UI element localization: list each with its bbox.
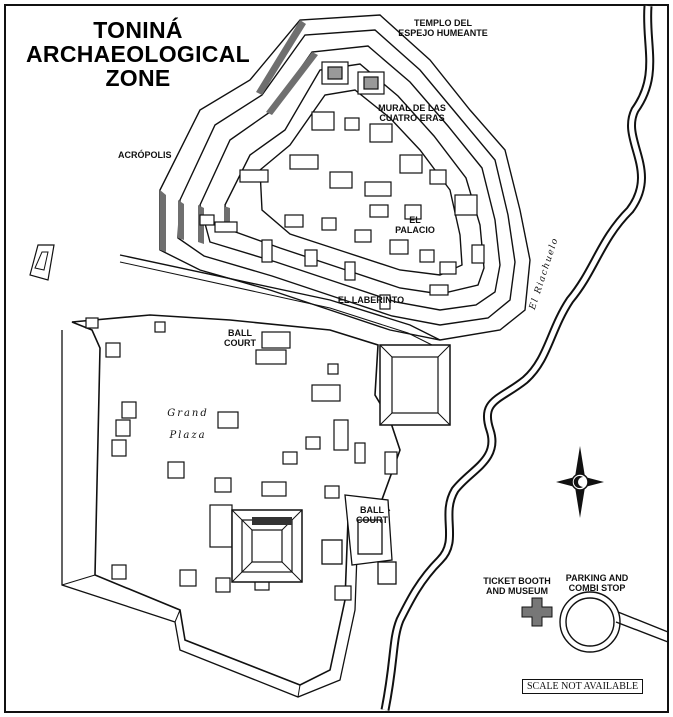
label-el-laberinto: EL LABERINTO [337, 295, 405, 305]
ticket-booth-building [521, 597, 553, 627]
label-ticket-booth-line-2: AND MUSEUM [486, 586, 548, 596]
title-line-1: TONINÁ [93, 17, 183, 43]
sunken-court [379, 344, 451, 426]
label-grand-plaza-line-1: Grand [167, 408, 209, 419]
label-grand-plaza: Grand Plaza [160, 403, 216, 447]
label-parking-line-1: PARKING AND [565, 573, 629, 583]
upper-temples [199, 61, 485, 310]
map-title: TONINÁ ARCHAEOLOGICAL ZONE [18, 18, 258, 90]
title-line-2: ARCHAEOLOGICAL [26, 41, 250, 67]
label-ball-court-south-line-1: BALL [360, 505, 384, 515]
parking-roundabout [559, 591, 669, 653]
label-ball-court-south-line-2: COURT [356, 515, 388, 525]
label-ball-court-north-line-1: BALL [228, 328, 252, 338]
label-ticket-booth: TICKET BOOTH AND MUSEUM [482, 576, 552, 596]
acropolis-base-line [119, 254, 441, 341]
compass-rose-icon [556, 446, 604, 518]
label-mural-line-2: CUATRO ERAS [379, 113, 445, 123]
label-ticket-booth-line-1: TICKET BOOTH [483, 576, 551, 586]
river-inner [382, 5, 653, 711]
label-ball-court-south: BALL COURT [352, 505, 392, 525]
label-ball-court-north-line-2: COURT [224, 338, 256, 348]
scale-note: SCALE NOT AVAILABLE [522, 679, 644, 694]
label-templo-line-2: ESPEJO HUMEANTE [398, 28, 488, 38]
label-mural: MURAL DE LAS CUATRO ERAS [372, 103, 452, 123]
plaza-platforms [85, 317, 398, 601]
label-palacio-line-1: EL [409, 215, 421, 225]
title-line-3: ZONE [105, 65, 171, 91]
label-templo-del-espejo: TEMPLO DEL ESPEJO HUMEANTE [398, 18, 488, 38]
label-el-palacio: EL PALACIO [395, 215, 435, 235]
label-mural-line-1: MURAL DE LAS [378, 103, 446, 113]
label-grand-plaza-line-2: Plaza [169, 430, 207, 441]
central-pyramid [231, 509, 303, 583]
west-mound [29, 244, 55, 281]
acropolis-base-line-2 [119, 261, 439, 349]
label-parking-line-2: COMBI STOP [568, 583, 626, 593]
label-templo-line-1: TEMPLO DEL [414, 18, 472, 28]
west-mound-inner [34, 251, 49, 271]
label-parking: PARKING AND COMBI STOP [562, 573, 632, 593]
label-ball-court-north: BALL COURT [220, 328, 260, 348]
label-palacio-line-2: PALACIO [395, 225, 435, 235]
plaza-edge-ticks [61, 574, 301, 698]
south-ball-court [321, 494, 397, 585]
label-acropolis: ACRÓPOLIS [118, 150, 172, 160]
map-frame [4, 4, 669, 713]
